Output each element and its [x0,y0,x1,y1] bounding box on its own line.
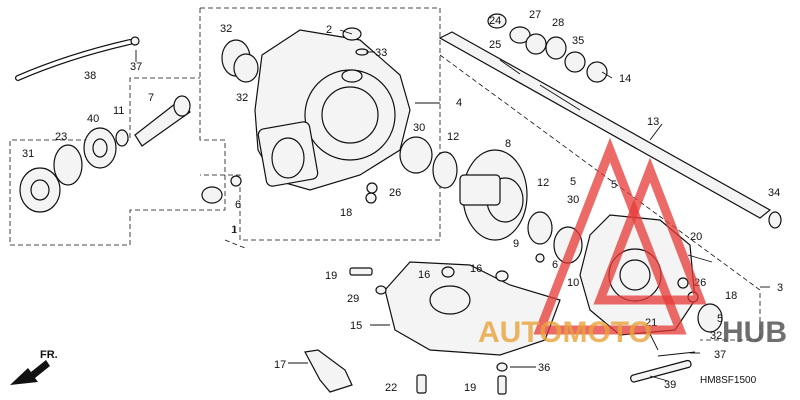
part-label: 29 [347,293,359,305]
part-label: 40 [87,113,99,125]
part-label: 18 [340,207,352,219]
part-label: 8 [505,138,511,150]
part-label: 10 [567,277,579,289]
part-label: 12 [537,177,549,189]
part-label: 4 [456,97,462,109]
breather-tube [15,36,140,81]
part-label: 35 [572,35,584,47]
part-label: 33 [375,47,387,59]
part-label: 31 [22,148,34,160]
part-label: 6 [552,259,558,271]
part-label: 37 [130,61,142,73]
part-label: 12 [447,131,459,143]
grouping-frames [9,7,761,341]
part-label: 28 [552,17,564,29]
front-label: FR. [40,349,58,361]
part-label: 6 [235,199,241,211]
part-label: 30 [567,194,579,206]
axle-shaft [438,31,772,219]
bearings-left [19,127,242,213]
part-label: 17 [274,359,286,371]
pinion-shaft [134,95,191,147]
bearings-shaft [487,13,782,229]
part-label: 34 [768,187,780,199]
bracket [304,349,353,393]
part-label: 32 [220,23,232,35]
part-label: 37 [714,349,726,361]
watermark-triangle-icon [533,137,687,335]
part-labels: 1 2 3 4 5 5 5 6 6 7 8 9 10 11 12 12 13 1… [22,9,783,394]
part-label: 5 [717,313,723,325]
bearings-middle [365,136,723,333]
part-label: 36 [538,362,550,374]
part-label: 24 [489,15,501,27]
part-label: 15 [350,320,362,332]
part-label: 3 [777,282,783,294]
part-label: 38 [84,70,96,82]
part-label: 32 [710,330,722,342]
part-label: 2 [326,24,332,36]
diagram-code: HM8SF1500 [700,375,757,386]
part-label: 14 [619,73,631,85]
part-label: 22 [385,382,397,394]
part-label: 16 [418,269,430,281]
part-label: 16 [470,263,482,275]
part-label: 26 [389,187,401,199]
part-label: 5 [570,176,576,188]
part-label: 9 [513,238,519,250]
watermark-triangle-icon [593,157,707,305]
watermark-text: AUTOMOTO [478,316,652,349]
part-label: 20 [690,231,702,243]
ring-gear [459,149,528,241]
part-label: 11 [113,105,124,117]
part-label: 1 [231,224,237,236]
part-label: 32 [236,92,248,104]
skid-plate [384,261,561,356]
watermark-logo: AUTOMOTO HUB [478,137,787,349]
part-label: 7 [148,92,154,104]
bearings-top [221,27,369,83]
part-label: 18 [725,290,737,302]
watermark-text-b: HUB [722,316,787,349]
part-label: 25 [489,39,501,51]
part-label: 27 [529,9,541,21]
gear-case-housing [254,29,411,191]
part-label: 23 [55,131,67,143]
front-arrow-icon: FR. [10,349,58,385]
leader-lines [135,29,770,382]
fasteners [349,254,713,395]
part-label: 30 [413,122,425,134]
part-label: 5 [611,179,617,191]
part-label: 19 [325,270,337,282]
part-label: 39 [664,379,676,391]
part-label: 13 [647,116,659,128]
part-label: 19 [464,382,476,394]
